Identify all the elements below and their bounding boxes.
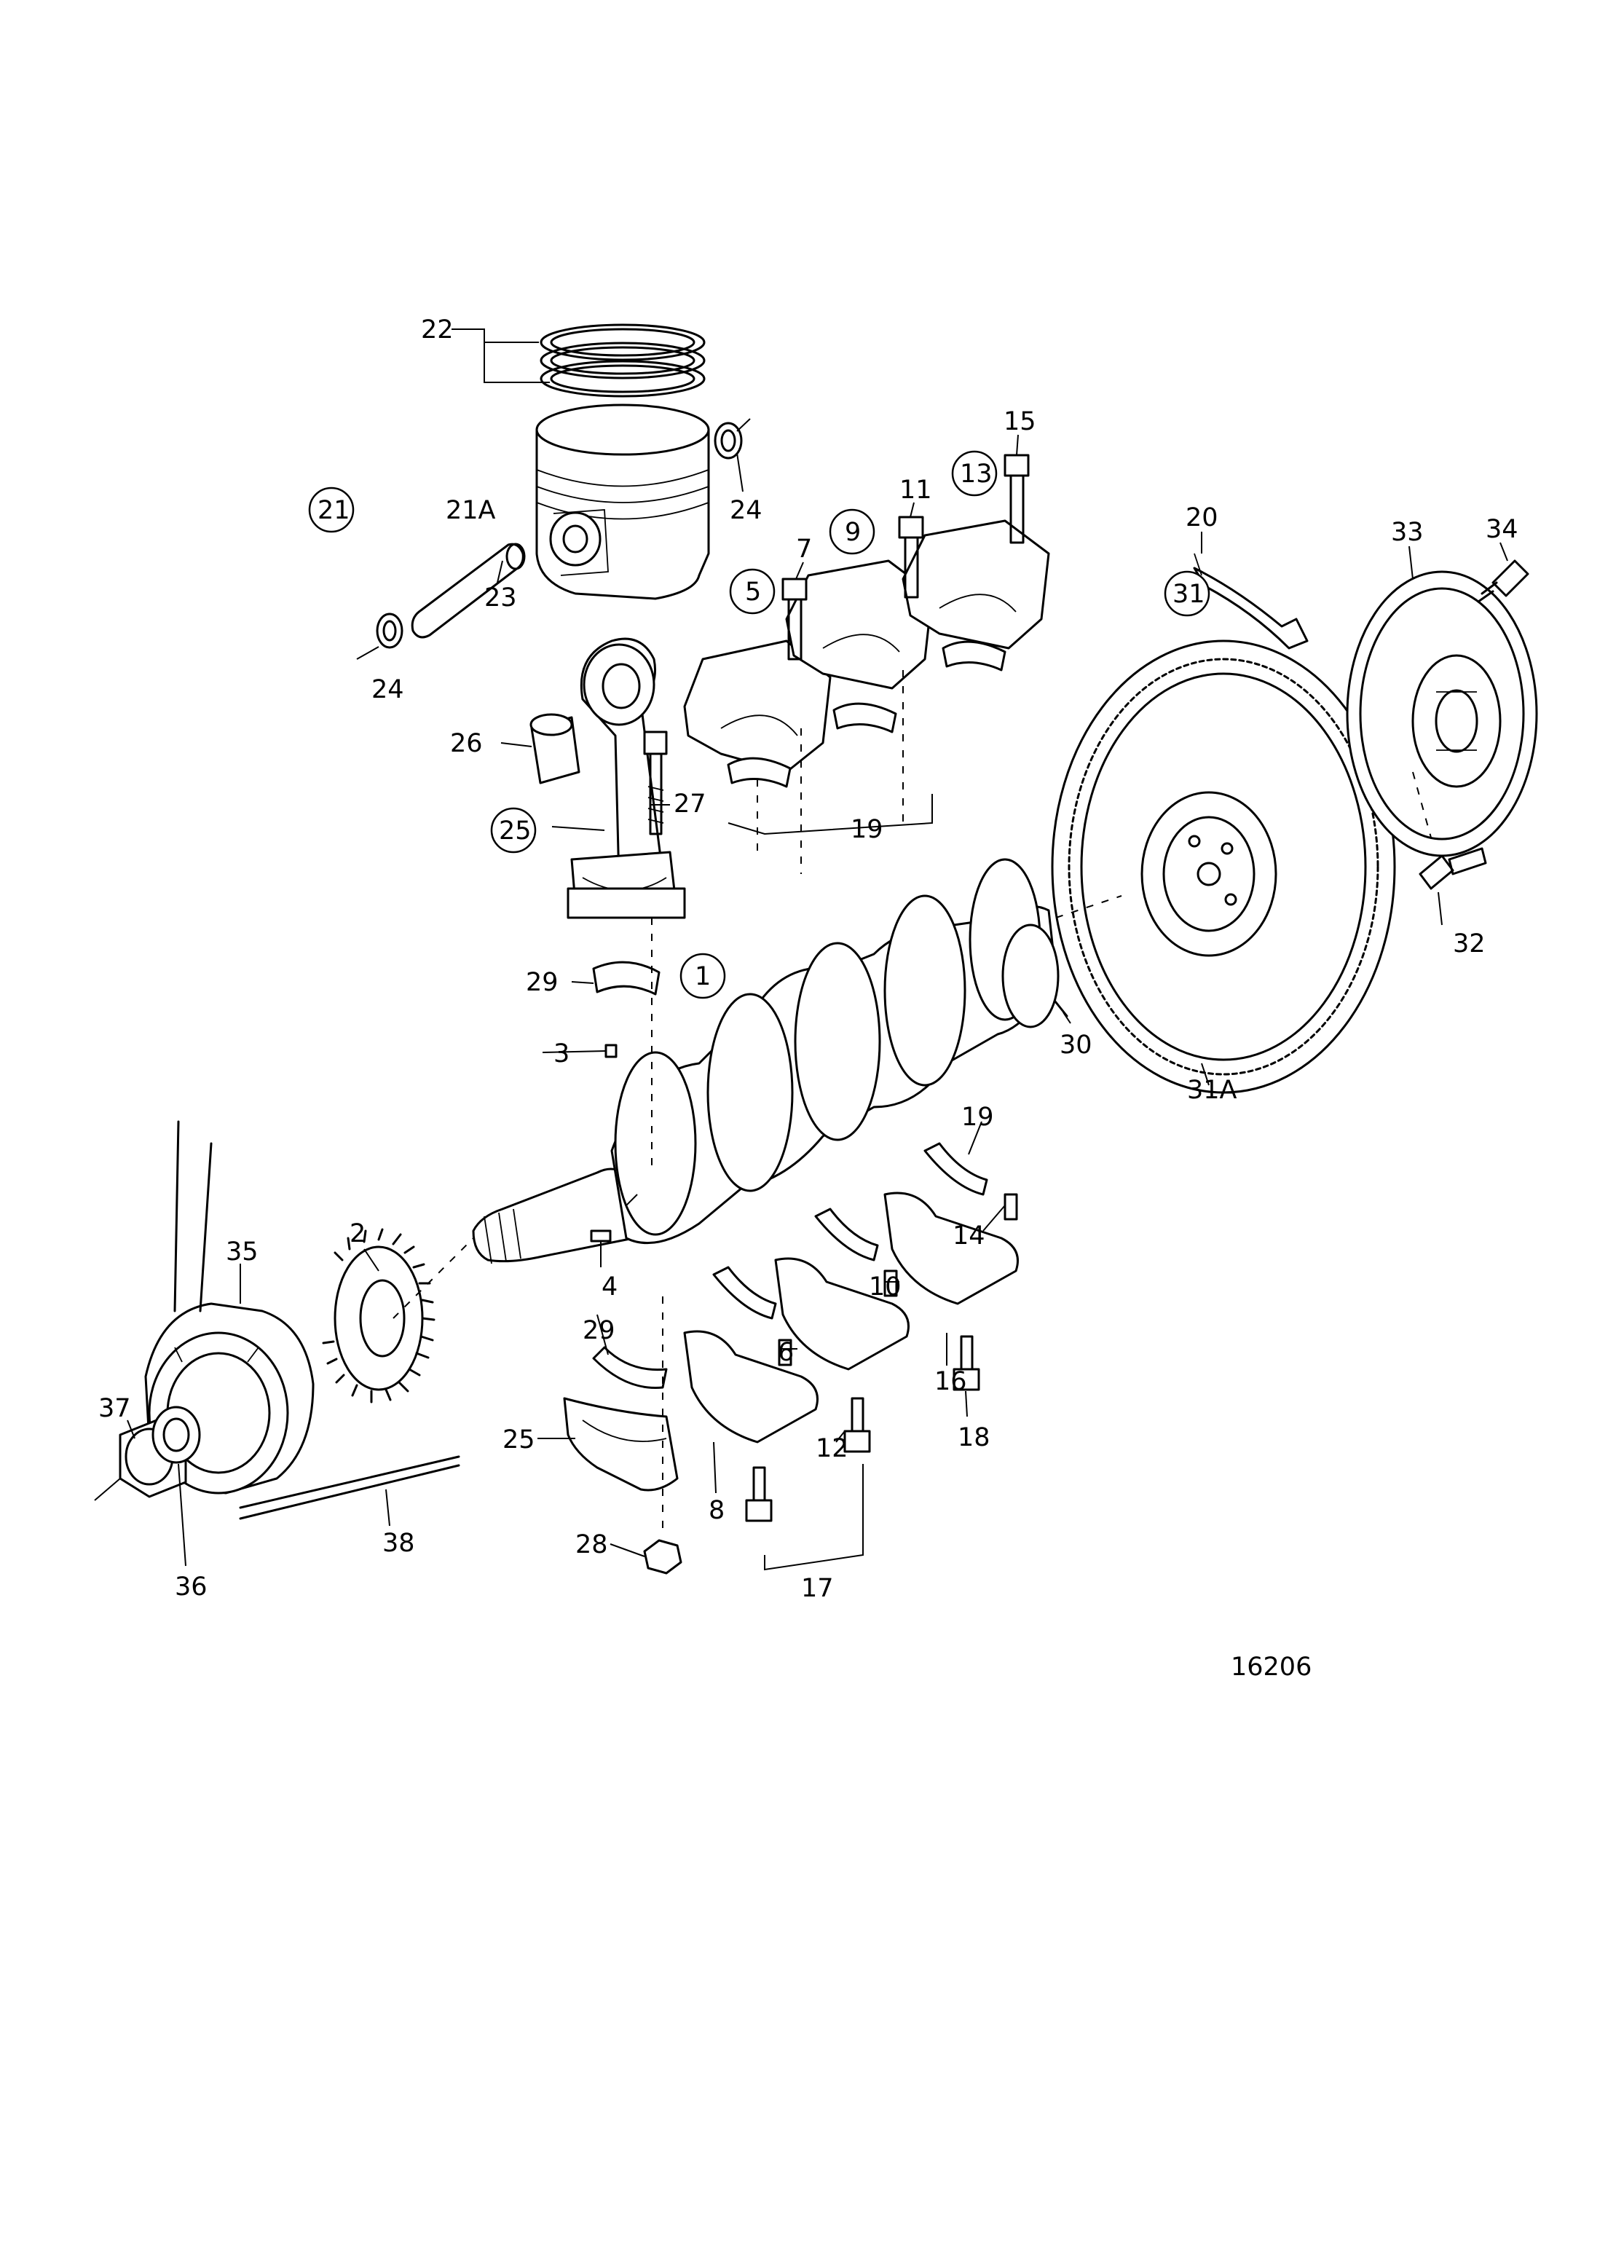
rod-cap xyxy=(563,1397,679,1492)
piston xyxy=(535,403,710,600)
label-23: 23 xyxy=(484,583,517,613)
label-21a: 21A xyxy=(446,496,496,525)
label-10: 10 xyxy=(869,1272,902,1302)
bearing-cap-5 xyxy=(683,639,832,773)
lower-bearing-shells xyxy=(712,1142,988,1320)
drive-belt xyxy=(173,1120,460,1520)
label-4: 4 xyxy=(602,1272,618,1302)
label-30: 30 xyxy=(1060,1031,1092,1060)
coupling-flange xyxy=(1346,570,1538,857)
circlip-left xyxy=(376,613,403,649)
label-13: 13 xyxy=(960,460,993,489)
label-9: 9 xyxy=(845,518,861,547)
bearing-cap-13 xyxy=(902,519,1050,650)
flywheel xyxy=(1051,639,1396,1094)
label-7: 7 xyxy=(796,535,812,564)
connecting-rod xyxy=(567,637,686,919)
label-33: 33 xyxy=(1391,518,1424,547)
lower-bearing-cap-8 xyxy=(683,1330,819,1444)
lower-bearing-cap-12 xyxy=(774,1257,910,1371)
timing-gear xyxy=(322,1228,435,1403)
thrust-washer xyxy=(1193,553,1309,650)
drawing-number: 16206 xyxy=(1231,1653,1312,1682)
label-1: 1 xyxy=(695,962,711,991)
label-31: 31 xyxy=(1172,580,1205,609)
label-25-upper: 25 xyxy=(499,816,532,846)
dowel-pins xyxy=(778,1193,1018,1366)
part-labels: 22 21 21A 24 23 24 15 13 11 9 7 5 20 31 … xyxy=(98,315,1518,1682)
rod-nut xyxy=(643,1539,682,1575)
circled-callouts xyxy=(308,450,1210,999)
label-12: 12 xyxy=(816,1434,848,1463)
label-24-right: 24 xyxy=(730,496,762,525)
circlip-right xyxy=(714,422,743,460)
label-38: 38 xyxy=(382,1529,415,1558)
label-19-lower: 19 xyxy=(961,1103,994,1132)
label-3: 3 xyxy=(553,1039,569,1068)
rod-bolt xyxy=(643,731,668,835)
label-20: 20 xyxy=(1186,503,1218,532)
rod-shell-29-lower xyxy=(592,1346,668,1389)
label-24-left: 24 xyxy=(371,675,404,704)
lower-bolts xyxy=(745,1335,980,1522)
label-25-lower: 25 xyxy=(502,1425,535,1454)
label-32: 32 xyxy=(1453,929,1486,958)
label-14: 14 xyxy=(953,1221,985,1251)
leader-lines xyxy=(94,328,1508,1571)
label-18: 18 xyxy=(958,1423,990,1452)
label-8: 8 xyxy=(709,1496,725,1525)
label-17: 17 xyxy=(801,1574,834,1603)
label-27: 27 xyxy=(674,790,706,819)
bolt-7 xyxy=(781,578,808,661)
label-31a: 31A xyxy=(1187,1076,1237,1105)
label-19-upper: 19 xyxy=(851,815,883,844)
label-34: 34 xyxy=(1486,515,1518,544)
label-16: 16 xyxy=(934,1367,967,1396)
assembly-lines xyxy=(393,670,1432,1529)
pulley-washer xyxy=(151,1406,201,1464)
label-22: 22 xyxy=(421,315,454,344)
rod-shell-29-upper xyxy=(592,961,661,996)
label-21: 21 xyxy=(318,496,350,525)
label-2: 2 xyxy=(350,1219,366,1248)
crank-key-4 xyxy=(590,1229,612,1243)
label-28: 28 xyxy=(575,1530,608,1559)
lower-bearing-cap-16 xyxy=(883,1192,1019,1305)
piston-rings xyxy=(540,323,706,398)
label-15: 15 xyxy=(1004,407,1036,436)
label-37: 37 xyxy=(98,1394,131,1423)
crank-plug-3 xyxy=(604,1044,618,1058)
label-6: 6 xyxy=(778,1338,794,1367)
small-end-bushing xyxy=(529,713,580,784)
bolt-15 xyxy=(1004,454,1030,544)
bolt-32 xyxy=(1419,847,1487,890)
label-35: 35 xyxy=(226,1237,259,1267)
bearing-shells-upper xyxy=(727,640,1006,788)
label-26: 26 xyxy=(450,729,483,758)
bearing-cap-9 xyxy=(785,559,934,690)
bolt-34 xyxy=(1477,559,1529,603)
label-36: 36 xyxy=(175,1572,208,1602)
crankshaft xyxy=(472,858,1060,1264)
label-5: 5 xyxy=(745,578,761,607)
label-29-upper: 29 xyxy=(526,968,559,997)
label-11: 11 xyxy=(899,476,932,505)
piston-pin xyxy=(411,543,526,639)
label-29-lower: 29 xyxy=(583,1316,615,1345)
